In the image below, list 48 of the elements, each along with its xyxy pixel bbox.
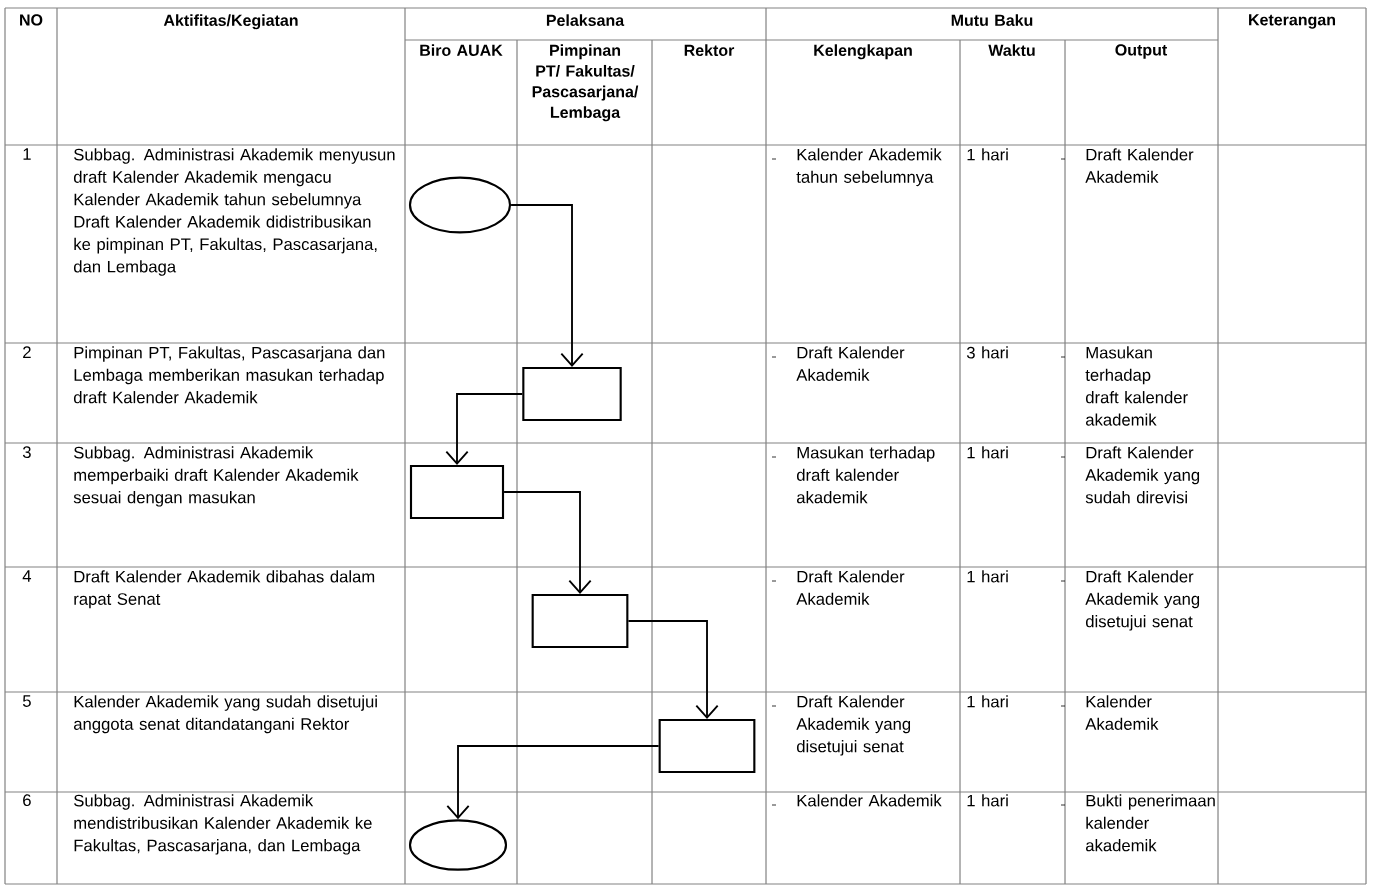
cell-text: Bukti penerimaan kalender akademik (1086, 794, 1215, 852)
arrow (445, 393, 524, 465)
column-header: Rektor (684, 44, 735, 56)
activity-text: Pimpinan PT, Fakultas, Pascasarjana dan Lembaga memberikan masukan terhadap draft Kalender Akademik (73, 346, 385, 404)
cell-text: Masukan terhadap draft kalender akademik (1085, 346, 1188, 426)
arrow (510, 204, 584, 367)
cell-text: 1 hari (967, 794, 1008, 807)
column-header: Aktifitas/Kegiatan (163, 14, 298, 30)
cell-text: Draft Kalender Akademik (796, 570, 905, 605)
row-number: 2 (23, 346, 31, 358)
activity-text: Draft Kalender Akademik dibahas dalam rapat Senat (74, 570, 375, 609)
row-number: 6 (23, 794, 31, 807)
cell-text: Draft Kalender Akademik yang disetujui senat (1085, 570, 1200, 631)
cell-text: 1 hari (967, 446, 1008, 459)
column-header: NO (20, 14, 43, 26)
column-header: Pelaksana (546, 14, 625, 26)
arrow (627, 620, 719, 719)
arrow (503, 491, 592, 594)
column-header: Biro AUAK (420, 44, 503, 56)
row-number: 3 (22, 446, 31, 459)
process-box (409, 464, 505, 520)
process-box (531, 593, 629, 649)
process-box (658, 718, 756, 774)
arrow (446, 745, 660, 820)
cell-text: 1 hari (967, 148, 1008, 161)
cell-text: Draft Kalender Akademik (1085, 148, 1194, 183)
cell-text: Kalender Akademik tahun sebelumnya (796, 148, 942, 187)
cell-text: Draft Kalender Akademik (796, 346, 905, 381)
cell-text: 1 hari (967, 695, 1008, 708)
column-header: Mutu Baku (951, 14, 1033, 26)
cell-text: Masukan terhadap draft kalender akademik (796, 446, 935, 504)
row-number: 5 (22, 695, 31, 707)
process-box (522, 366, 622, 422)
row-number: 4 (22, 570, 32, 582)
cell-text: Kalender Akademik (1085, 695, 1159, 730)
cell-text: Draft Kalender Akademik yang sudah direvisi (1085, 446, 1200, 504)
cell-text: Kalender Akademik (797, 794, 942, 807)
terminator-ellipse (408, 176, 512, 234)
cell-text: 3 hari (966, 346, 1008, 359)
column-header: Keterangan (1249, 14, 1335, 29)
row-number: 1 (23, 148, 31, 160)
column-header: Waktu (988, 44, 1035, 56)
terminator-ellipse (408, 819, 508, 871)
column-header: Output (1115, 44, 1168, 59)
column-header: Kelengkapan (814, 44, 912, 60)
cell-text: 1 hari (967, 570, 1008, 583)
activity-text: Kalender Akademik yang sudah disetujui anggota senat ditandatangani Rektor (74, 695, 377, 734)
activity-text: Subbag. Administrasi Akademik menyusun draft Kalender Akademik mengacu Kalender Akademik tahun sebelumnya Draft Kalender Akademik didistribusikan ke pimpinan PT, Fakultas, Pascasarjana, dan Lembaga (73, 148, 395, 276)
